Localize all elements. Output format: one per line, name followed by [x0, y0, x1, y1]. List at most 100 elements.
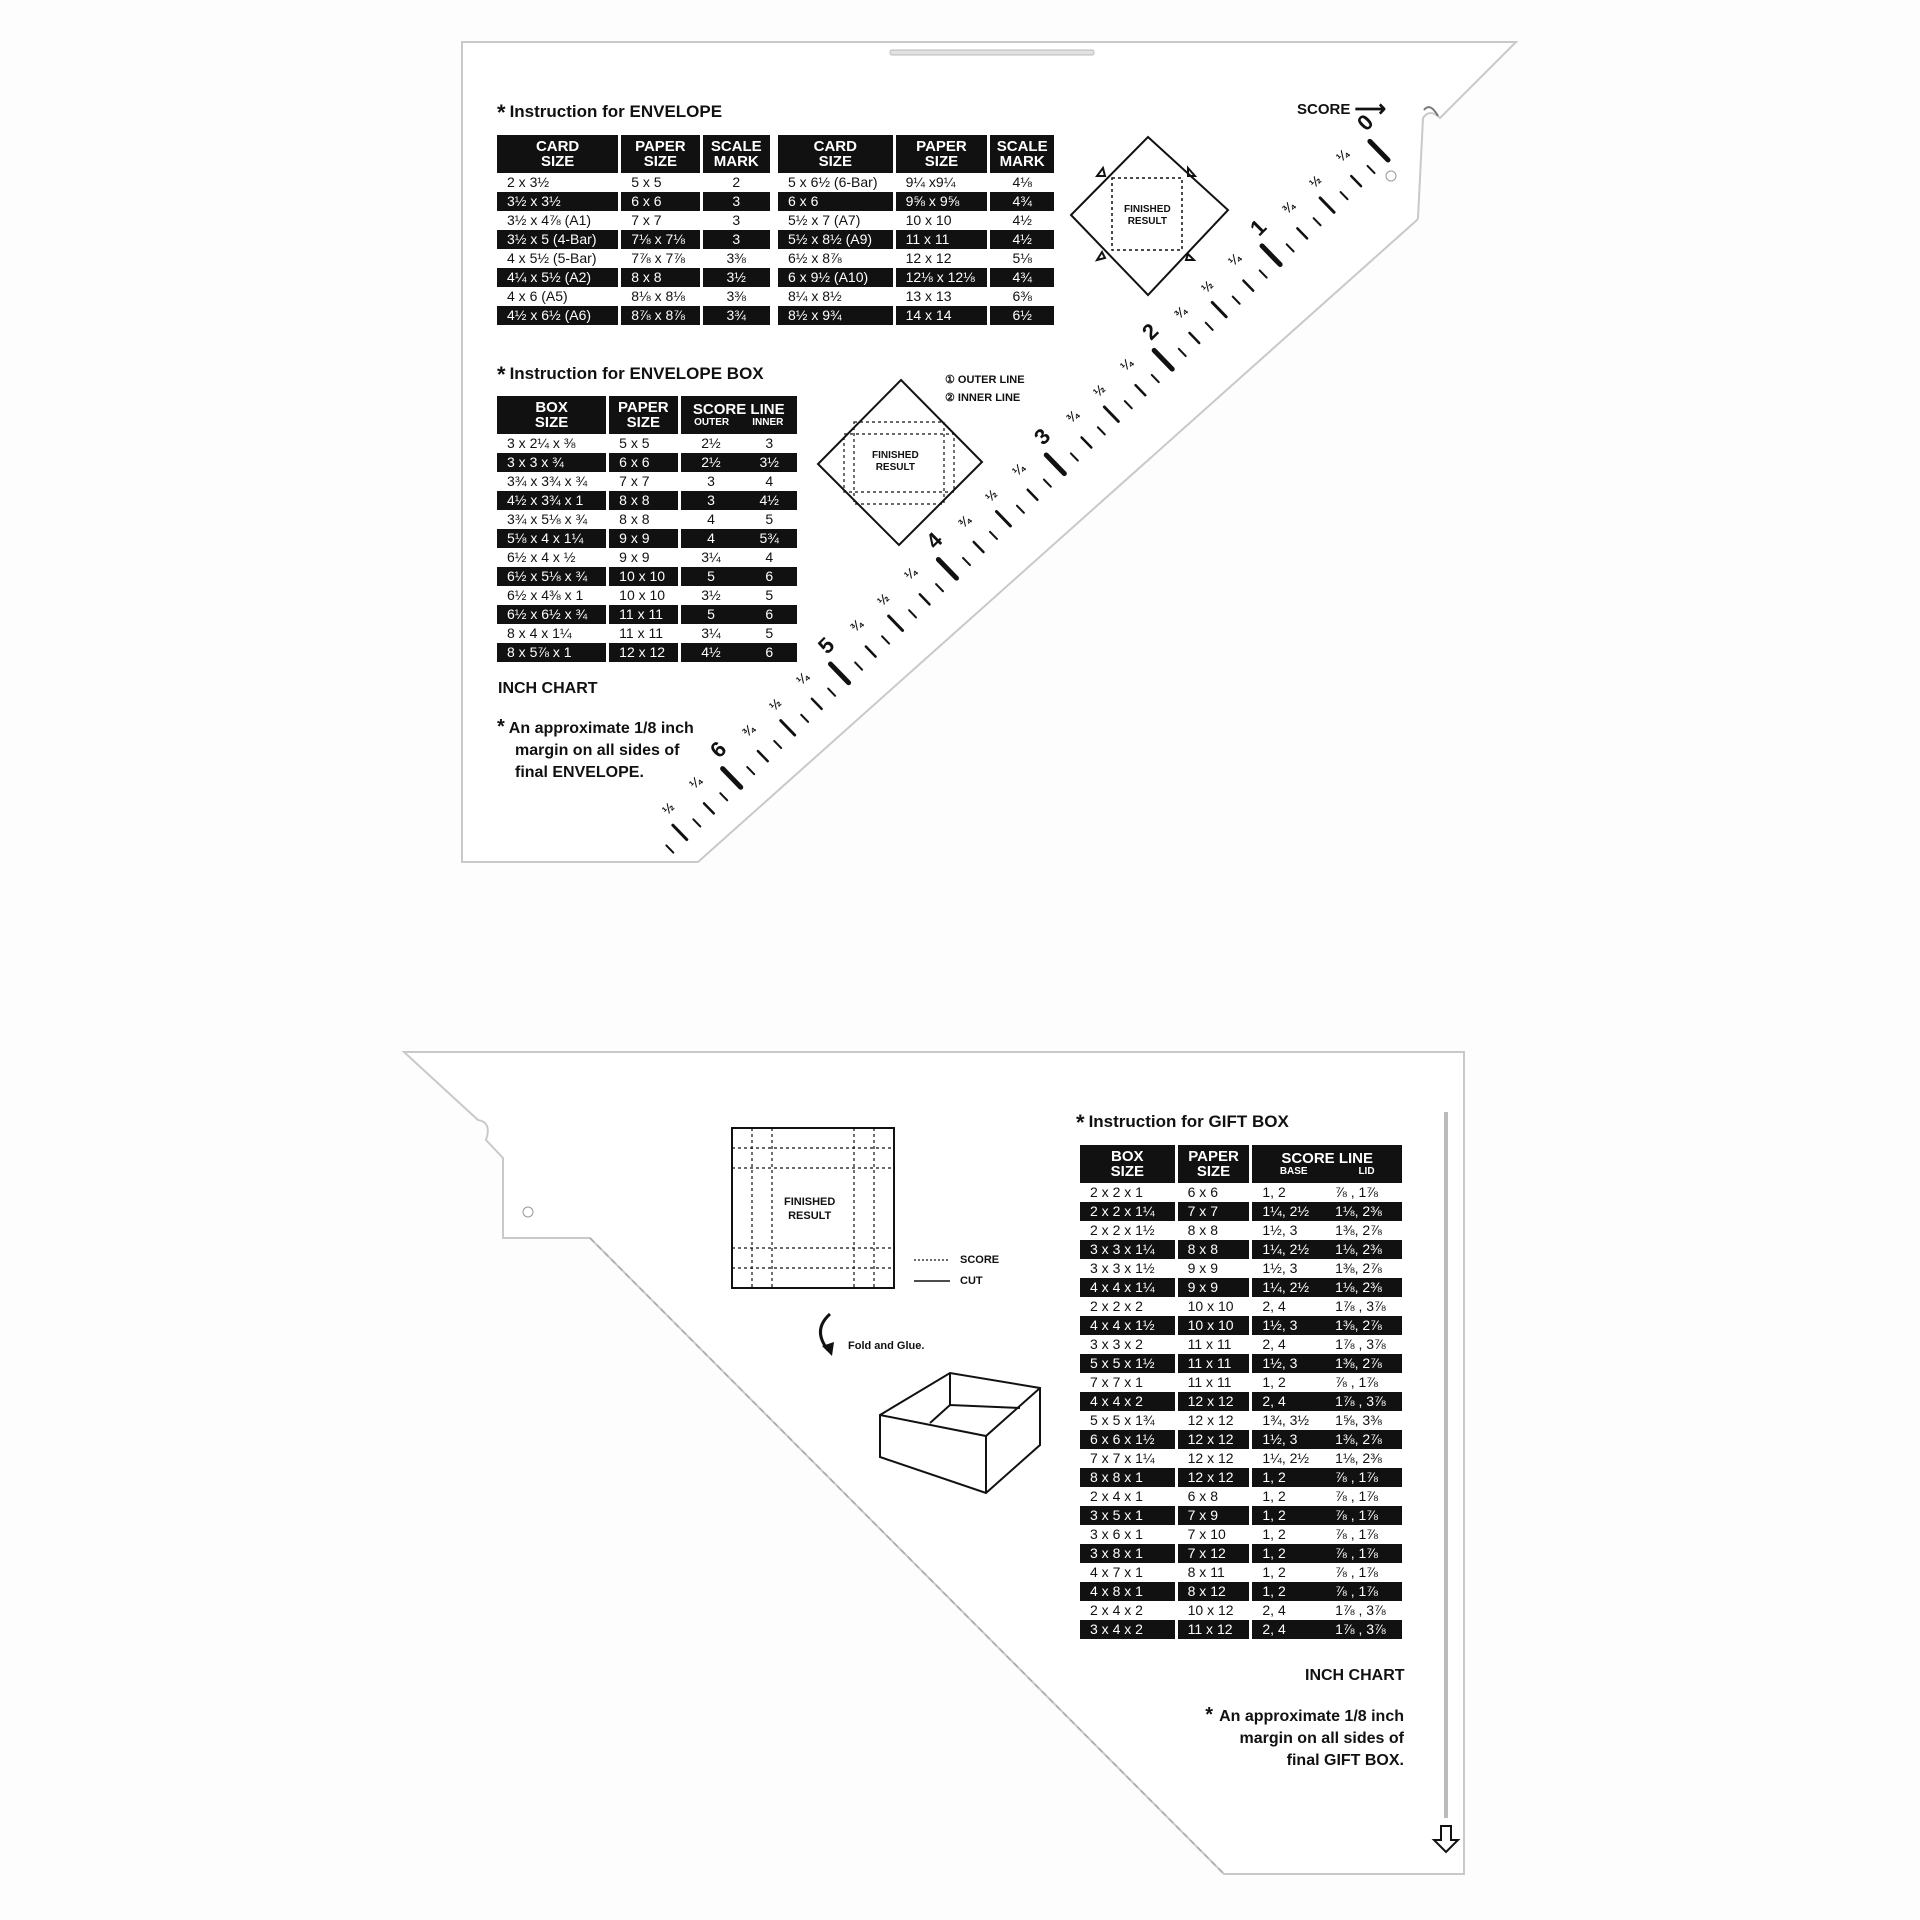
- table-cell: ⅞ , 1⅞: [1335, 1564, 1378, 1580]
- table-cell: 2 x 2 x 1: [1090, 1184, 1143, 1200]
- table-cell: 6: [741, 567, 797, 586]
- table-cell: 4½: [987, 230, 1054, 249]
- table-cell: 1, 2: [1249, 1506, 1326, 1525]
- table-cell: 3½: [699, 268, 770, 287]
- table-cell: 5: [765, 625, 774, 641]
- ruler-tick: [1177, 347, 1187, 358]
- column-subheaders: OUTER INNER: [683, 417, 796, 429]
- ruler-tick: [962, 556, 971, 567]
- column-header-line: PAPER: [635, 138, 686, 155]
- column-subheader: INNER: [752, 416, 784, 428]
- table-cell: 1½, 3: [1249, 1259, 1325, 1278]
- table-cell: 3¾ x 5⅛ x ¾: [507, 511, 588, 527]
- table-cell: 3½ x 5 (4-Bar): [497, 230, 619, 249]
- table-cell: 6½ x 6½ x ¾: [497, 605, 607, 624]
- table-cell: 1⅞ , 3⅞: [1325, 1620, 1402, 1639]
- column-header-line: PAPER: [916, 138, 967, 155]
- bottom-margin-note: *An approximate 1/8 inch margin on all s…: [1205, 1704, 1404, 1769]
- column-header-line: SCALE: [996, 138, 1048, 155]
- table-cell: 1, 2: [1249, 1468, 1326, 1487]
- table-cell: 4: [765, 549, 774, 565]
- envelope-heading: *Instruction for ENVELOPE: [497, 100, 723, 125]
- table-cell: 4: [677, 510, 742, 529]
- table-cell: 4 x 8 x 1: [1080, 1582, 1175, 1601]
- table-cell: 1⅞ , 3⅞: [1335, 1336, 1386, 1352]
- ruler-tick: [1259, 243, 1283, 268]
- ruler-tick: [1015, 504, 1025, 514]
- bottom-inch-chart-label: INCH CHART: [1305, 1667, 1405, 1684]
- table-cell: 3 x 6 x 1: [1090, 1526, 1143, 1542]
- table-cell: 3 x 5 x 1: [1080, 1506, 1175, 1525]
- column-header-line: SIZE: [924, 153, 959, 170]
- table-cell: 3⅜: [699, 249, 771, 268]
- table-cell: 4¼ x 5½ (A2): [497, 268, 619, 287]
- table-cell: 5⅛ x 4 x 1¼: [497, 529, 607, 548]
- table-cell: 8 x 12: [1174, 1582, 1250, 1601]
- column-header-line: SIZE: [1110, 1163, 1144, 1180]
- table-cell: 8 x 8: [618, 268, 700, 287]
- ruler-tick: [1080, 436, 1093, 449]
- gift-box-pattern: [731, 1127, 950, 1289]
- table-cell: 1⅛, 2⅜: [1325, 1240, 1402, 1259]
- table-cell: 3¼: [677, 548, 742, 567]
- ruler-tick: [1318, 196, 1336, 214]
- column-header-line: BOX: [535, 399, 568, 416]
- table-cell: 3 x 4 x 2: [1080, 1620, 1175, 1639]
- table-cell: 1½, 3: [1249, 1316, 1326, 1335]
- table-cell: ⅞ , 1⅞: [1335, 1488, 1378, 1504]
- table-cell: 2, 4: [1249, 1297, 1325, 1316]
- ruler-tick: [1258, 269, 1268, 279]
- table-cell: 1⅜, 2⅞: [1335, 1222, 1382, 1238]
- table-cell: 1⅛, 2⅜: [1325, 1202, 1402, 1221]
- ruler-tick: [1312, 217, 1322, 227]
- ruler-tick: [1069, 452, 1079, 462]
- table-cell: 1⅛, 2⅜: [1325, 1278, 1402, 1297]
- table-cell: 5: [765, 511, 774, 527]
- table-cell: ⅞ , 1⅞: [1335, 1374, 1378, 1390]
- table-cell: 4: [765, 473, 774, 489]
- table-cell: 2 x 3½: [507, 174, 550, 190]
- column-subheader: OUTER: [694, 416, 730, 428]
- ruler-tick: [1285, 243, 1295, 253]
- column-header-line: PAPER: [618, 399, 669, 416]
- fold-and-glue-label: Fold and Glue.: [848, 1340, 925, 1352]
- table-cell: 7 x 7: [618, 211, 699, 230]
- table-cell: 3½ x 4⅞ (A1): [507, 212, 592, 228]
- table-cell: 3½: [677, 586, 742, 605]
- table-cell: 6 x 6: [606, 453, 678, 472]
- ruler-tick: [1204, 321, 1214, 331]
- top-ruler-ticks: [665, 138, 1391, 854]
- score-label: SCORE ⟶: [1297, 96, 1387, 121]
- ruler-tick: [746, 766, 756, 776]
- table-cell: 3: [765, 435, 774, 451]
- table-cell: 4½: [677, 643, 742, 662]
- table-cell: 11 x 12: [1174, 1620, 1250, 1639]
- table-cell: 4 x 6 (A5): [507, 288, 568, 304]
- table-cell: 4½: [987, 211, 1054, 230]
- table-cell: 11 x 11: [606, 605, 678, 624]
